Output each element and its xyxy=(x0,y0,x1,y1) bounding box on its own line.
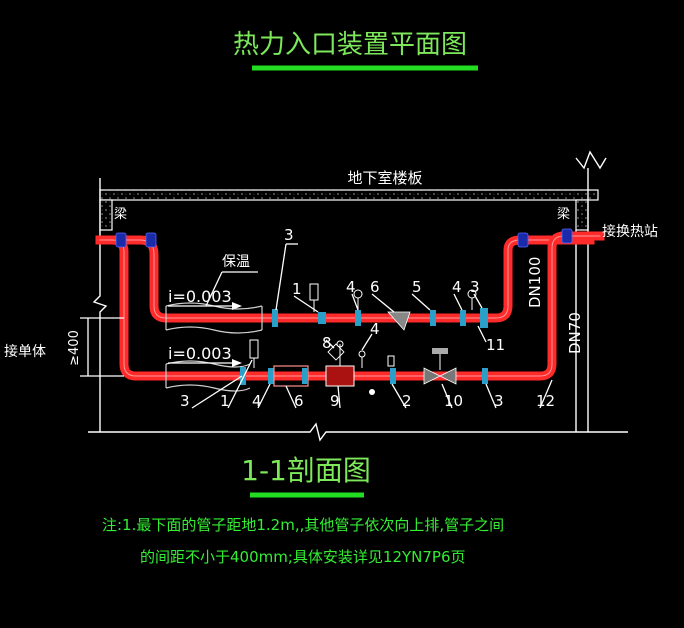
callout-upper: 4 xyxy=(452,278,462,296)
connect-building-label: 接单体 xyxy=(4,343,46,360)
callout-lower: 4 xyxy=(252,392,262,410)
basement-slab xyxy=(99,189,599,201)
callout-middle: 8 xyxy=(322,334,332,352)
wall-left xyxy=(92,178,108,432)
dn100-label: DN100 xyxy=(526,257,544,308)
callout-lower: 9 xyxy=(330,392,340,410)
beam-right-label: 梁 xyxy=(557,207,570,222)
drawing-title: 热力入口装置平面图 xyxy=(233,30,467,60)
callout-upper: 3 xyxy=(284,226,294,244)
callout-lower: 10 xyxy=(444,392,463,410)
callout-upper: 3 xyxy=(470,278,480,296)
middle-leaders xyxy=(325,333,373,351)
dn70-label: DN70 xyxy=(566,312,584,354)
callout-upper: 11 xyxy=(486,336,505,354)
slope-lower-arrow xyxy=(232,359,242,367)
callout-upper: 6 xyxy=(370,278,380,296)
lower-callouts: 3 1 4 6 9 2 10 3 12 xyxy=(180,392,555,410)
slope-lower: i=0.003 xyxy=(168,344,232,363)
note-line-2: 的间距不小于400mm;具体安装详见12YN7P6页 xyxy=(140,548,466,566)
callout-upper: 4 xyxy=(346,278,356,296)
slope-upper-arrow xyxy=(232,302,242,310)
elbow-fittings xyxy=(115,228,573,248)
slab-label: 地下室楼板 xyxy=(347,169,422,187)
callout-lower: 1 xyxy=(220,392,230,410)
wall-right-break xyxy=(575,150,607,170)
insulation-leader-2 xyxy=(205,271,223,307)
upper-callouts: 3 1 4 6 5 4 3 11 xyxy=(284,226,505,354)
callout-lower: 6 xyxy=(294,392,304,410)
callout-upper: 1 xyxy=(292,280,302,298)
upper-components xyxy=(272,283,488,331)
beam-left-label: 梁 xyxy=(114,207,127,222)
note-line-1: 注:1.最下面的管子距地1.2m,,其他管子依次向上排,管子之间 xyxy=(102,516,504,534)
insulation-label: 保温 xyxy=(222,254,250,270)
slope-upper: i=0.003 xyxy=(168,287,232,306)
callout-lower: 3 xyxy=(494,392,504,410)
floor-line xyxy=(88,422,628,442)
callout-lower: 3 xyxy=(180,392,190,410)
callout-lower: 2 xyxy=(402,392,412,410)
callout-middle: 4 xyxy=(370,320,380,338)
connect-station-label: 接换热站 xyxy=(602,223,658,240)
lower-leaders xyxy=(191,359,553,409)
lower-components xyxy=(240,339,488,395)
upper-leaders xyxy=(275,243,487,343)
beam-right xyxy=(575,199,589,231)
dim-label: ≥400 xyxy=(67,330,82,366)
beam-left xyxy=(99,199,113,231)
section-title: 1-1剖面图 xyxy=(241,454,371,487)
callout-upper: 5 xyxy=(412,278,422,296)
insulation-lower xyxy=(165,360,251,392)
callout-lower: 12 xyxy=(536,392,555,410)
